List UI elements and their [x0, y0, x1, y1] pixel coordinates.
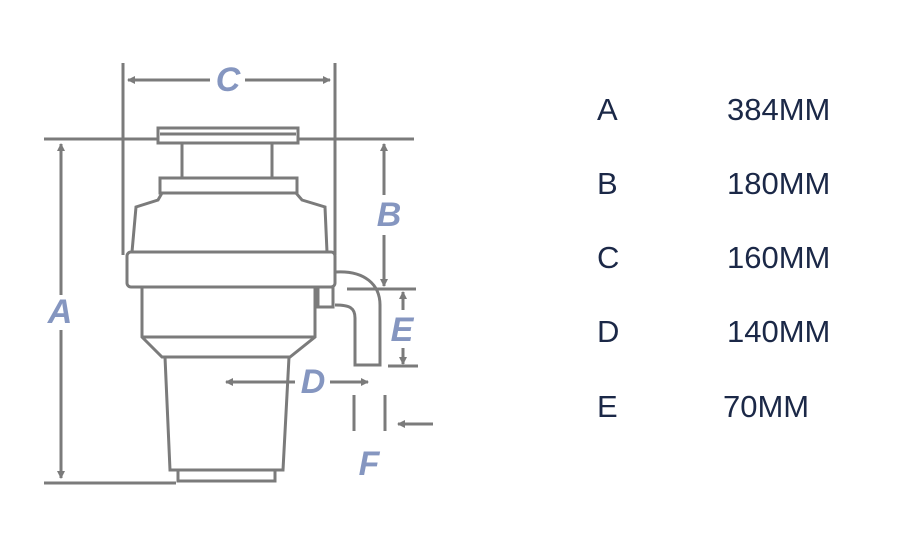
- label-b: B: [377, 196, 402, 234]
- label-f: F: [359, 445, 381, 483]
- spec-label-c: C: [597, 240, 620, 275]
- spec-label-d: D: [597, 314, 620, 349]
- spec-value-d: 140MM: [727, 314, 831, 349]
- spec-label-b: B: [597, 166, 618, 201]
- spec-value-b: 180MM: [727, 166, 831, 201]
- label-c: C: [216, 61, 241, 99]
- label-e: E: [391, 311, 415, 349]
- spec-value-a: 384MM: [727, 92, 831, 127]
- label-d: D: [301, 363, 326, 401]
- disposer-unit: [125, 126, 382, 483]
- spec-label-a: A: [597, 92, 618, 127]
- spec-value-c: 160MM: [727, 240, 831, 275]
- label-a: A: [47, 293, 73, 331]
- spec-value-e: 70MM: [723, 389, 810, 424]
- spec-label-e: E: [597, 389, 618, 424]
